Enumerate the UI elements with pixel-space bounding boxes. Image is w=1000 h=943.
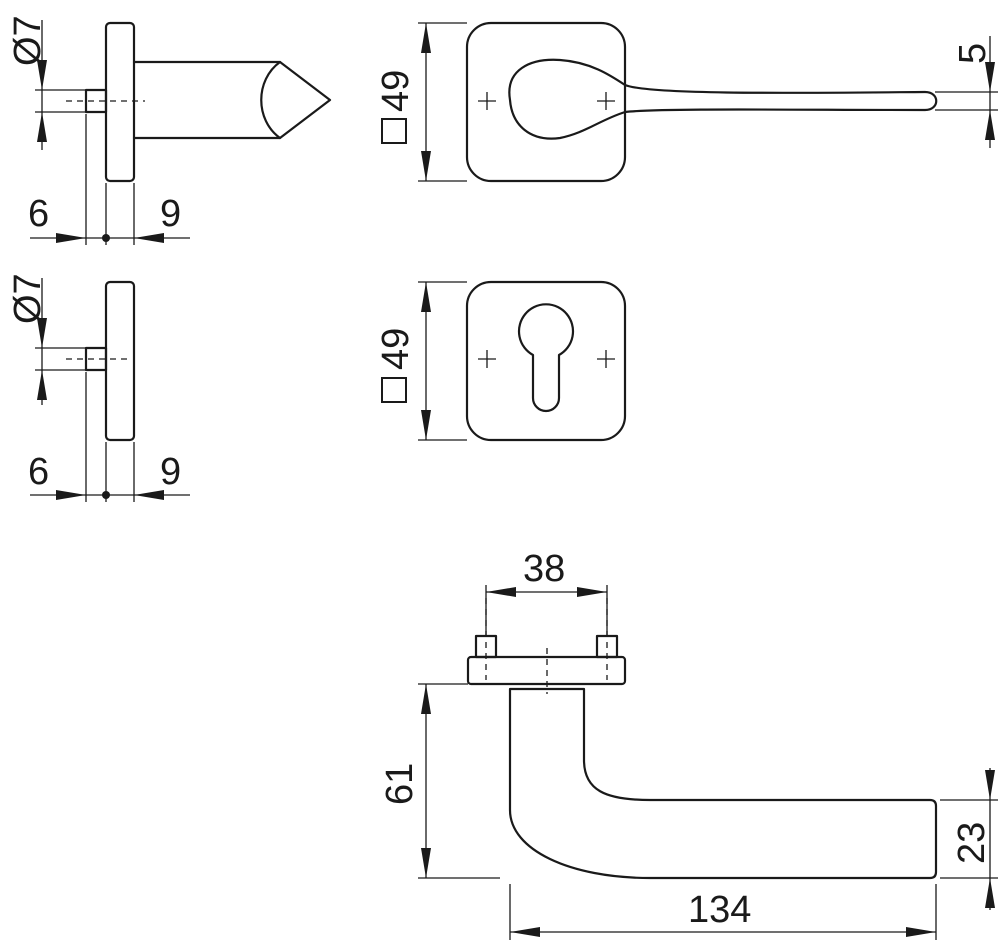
rose-side-view-bottom: Ø7 6 9 — [7, 273, 190, 502]
dim-lever-height: 61 — [379, 763, 421, 805]
lever-body — [508, 687, 938, 880]
dim-rose-right-top: 9 — [160, 193, 181, 235]
key-rose-plate — [104, 280, 136, 442]
key-escutcheon-front-view: 49 — [375, 280, 627, 442]
dim-rose-right-bottom: 9 — [160, 451, 181, 493]
dim-lever-rose-square: 49 — [375, 70, 417, 112]
dim-spindle-diameter-bottom: Ø7 — [7, 273, 49, 324]
dim-spindle-diameter-top: Ø7 — [7, 15, 49, 66]
keyhole — [517, 303, 575, 413]
dim-fixing-spacing: 38 — [523, 548, 565, 590]
square-symbol — [381, 118, 407, 144]
spindle-stub-2 — [84, 346, 108, 372]
dim-rose-left-top: 6 — [28, 193, 49, 235]
key-rose-square — [465, 280, 627, 442]
dim-key-rose-square: 49 — [375, 328, 417, 370]
dim-grip-height: 23 — [951, 822, 993, 864]
lever-plan-view: 38 61 23 134 — [379, 548, 998, 940]
lever-neck — [132, 60, 332, 140]
dim-rose-left-bottom: 6 — [28, 451, 49, 493]
square-symbol-2 — [381, 377, 407, 403]
lever-outline — [508, 58, 938, 140]
neck-curve — [260, 60, 282, 140]
dim-lever-length: 134 — [688, 889, 751, 931]
lever-rose-square — [465, 21, 627, 183]
lever-front-view: 49 5 — [375, 21, 998, 183]
dim-lever-thickness: 5 — [952, 43, 994, 64]
rose-plate — [104, 21, 136, 183]
rose-side-view-top: Ø7 6 9 — [7, 15, 332, 245]
spindle-stub — [84, 88, 108, 114]
